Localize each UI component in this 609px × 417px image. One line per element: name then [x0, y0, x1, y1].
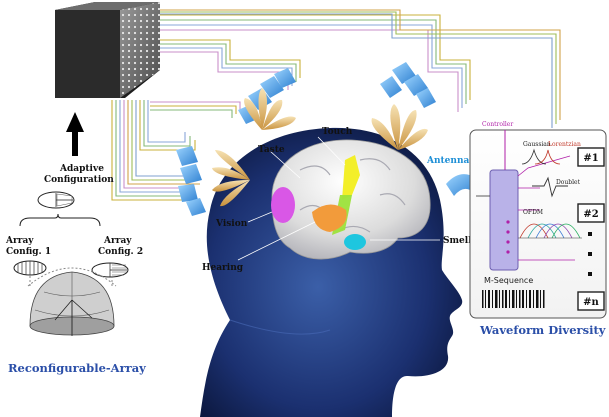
callout-lines	[237, 136, 440, 261]
horn-antenna-icon	[446, 174, 476, 196]
brain-icon	[271, 139, 431, 260]
lorentzian-label: Lorentzian	[548, 141, 581, 148]
config-bracket	[19, 213, 101, 227]
array-config-1-label-line1: Array	[5, 236, 34, 246]
array-config-1-label-line2: Config. 1	[6, 247, 51, 257]
array-config-2-label-line1: Array	[103, 236, 132, 246]
petal-radiation-pattern-icon	[371, 104, 428, 150]
array-config-1-ellipse	[13, 260, 47, 276]
antenna-array-box-icon	[55, 2, 160, 98]
controller-label: Controller	[482, 121, 513, 128]
array-config-2-label-line2: Config. 2	[98, 247, 143, 257]
ofdm-label: OFDM	[523, 209, 543, 216]
adaptive-configuration-label-line2: Configuration	[44, 175, 114, 185]
petal-radiation-pattern-icon	[244, 88, 296, 130]
gaussian-label: Gaussian	[523, 141, 551, 148]
horn-antenna-group-1	[238, 68, 296, 130]
up-arrow-icon	[66, 112, 84, 156]
antenna-label: Antenna	[426, 156, 469, 166]
tag-1: #1	[583, 153, 598, 164]
vision-label: Vision	[215, 219, 248, 229]
doublet-label: Doublet	[556, 179, 581, 186]
m-sequence-label: M-Sequence	[484, 276, 533, 285]
reconfigurable-array-title: Reconfigurable-Array	[8, 361, 146, 375]
tag-2: #2	[583, 209, 598, 220]
touch-label: Touch	[322, 127, 353, 137]
tag-n: #n	[583, 297, 599, 308]
smell-label: Smell	[443, 236, 472, 246]
feed-lines	[111, 9, 561, 201]
config-ellipse-icon	[37, 191, 75, 209]
taste-label: Taste	[258, 145, 285, 155]
petal-radiation-pattern-icon	[212, 150, 250, 207]
horn-antenna-group-3	[176, 146, 250, 216]
array-dome-icon	[27, 267, 117, 336]
hearing-label: Hearing	[202, 263, 244, 273]
horn-antenna-group-2	[371, 62, 436, 150]
m-sequence-bars	[482, 290, 545, 308]
waveform-diversity-panel	[469, 129, 607, 319]
array-config-2-ellipse	[91, 262, 129, 278]
waveform-diversity-title: Waveform Diversity	[479, 323, 606, 337]
adaptive-configuration-label-line1: Adaptive	[59, 164, 104, 174]
